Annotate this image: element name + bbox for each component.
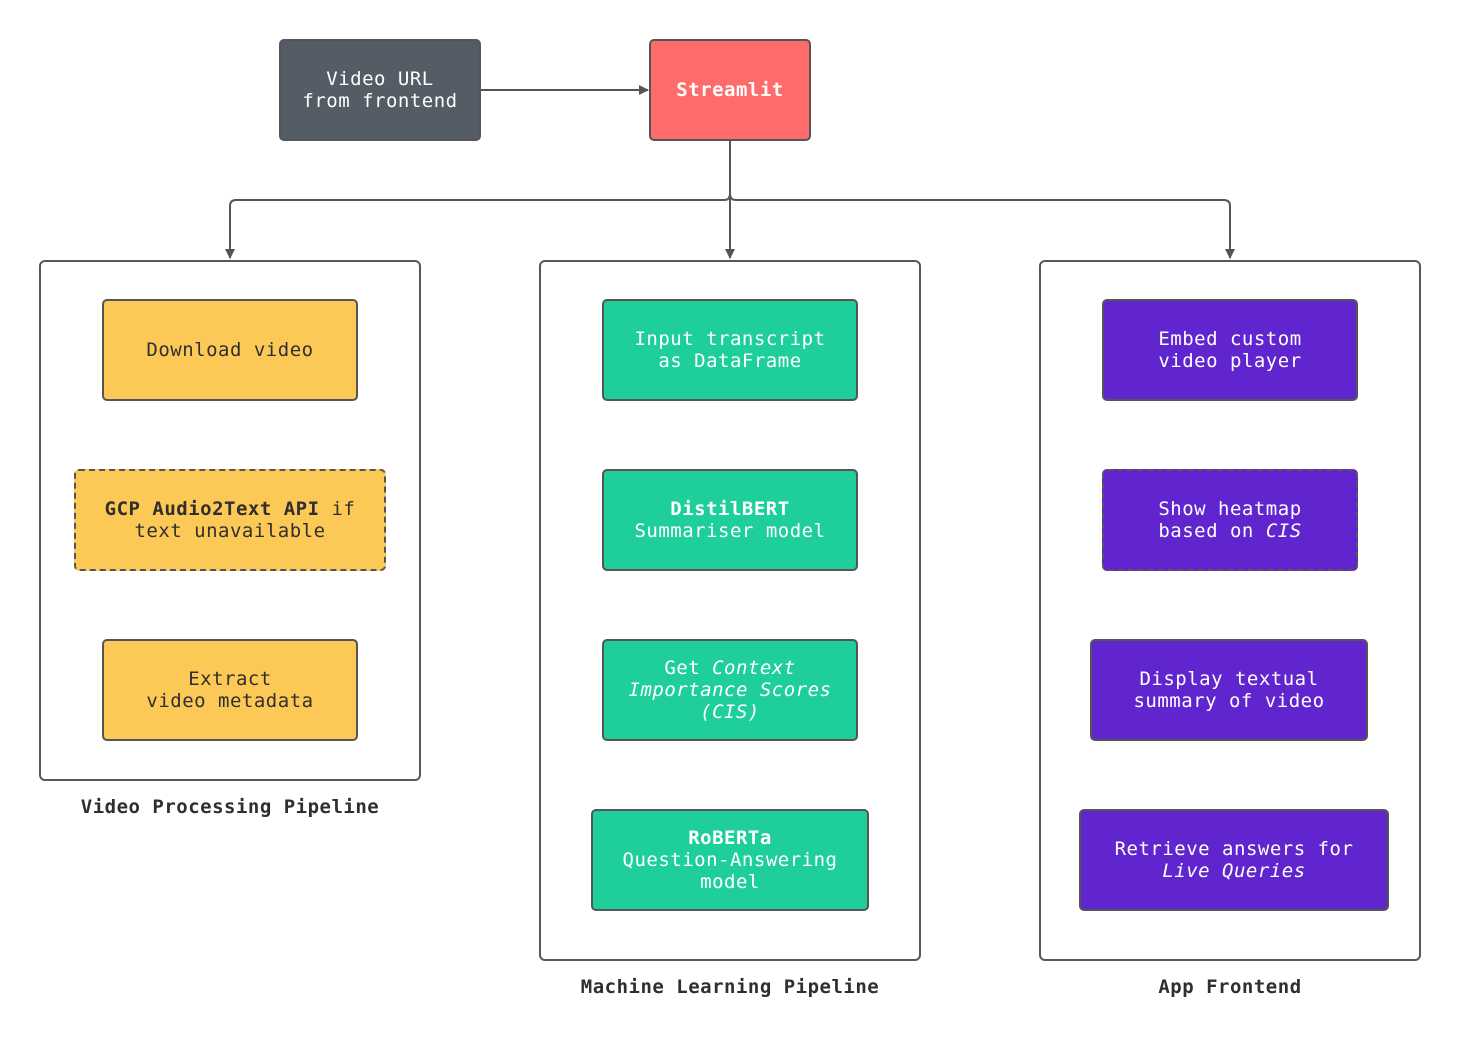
- gcp-audio2text-node: GCP Audio2Text API if text unavailable: [74, 469, 386, 571]
- roberta-line2: Question-Answering: [622, 849, 838, 871]
- retrieve-answers-node: Retrieve answers for Live Queries: [1079, 809, 1389, 911]
- roberta-name: RoBERTa: [688, 827, 772, 849]
- edge-streamlit-frontend: [729, 193, 1235, 259]
- cis-line1: Get Context: [664, 657, 795, 679]
- cis-context: Context: [712, 657, 796, 679]
- streamlit-label: Streamlit: [676, 79, 784, 101]
- gcp-line2: text unavailable: [134, 520, 326, 542]
- distilbert-node: DistilBERT Summariser model: [602, 469, 858, 571]
- textual-summary-node: Display textual summary of video: [1090, 639, 1368, 741]
- distilbert-name: DistilBERT: [670, 498, 790, 520]
- download-video-label: Download video: [146, 339, 314, 361]
- cis-line3: (CIS): [700, 701, 760, 723]
- heatmap-node: Show heatmap based on CIS: [1102, 469, 1358, 571]
- gcp-api-name: GCP Audio2Text API: [104, 498, 320, 520]
- heatmap-line1: Show heatmap: [1158, 498, 1302, 520]
- embed-line1: Embed custom: [1158, 328, 1302, 350]
- video-url-line2: from frontend: [302, 90, 458, 112]
- gcp-line1: GCP Audio2Text API if: [105, 498, 356, 520]
- heatmap-cis: CIS: [1265, 520, 1302, 542]
- heatmap-line2: based on CIS: [1158, 520, 1301, 542]
- extract-metadata-node: Extract video metadata: [102, 639, 358, 741]
- extract-line2: video metadata: [146, 690, 314, 712]
- answers-line1: Retrieve answers for: [1114, 838, 1354, 860]
- summary-line2: summary of video: [1133, 690, 1325, 712]
- cis-line2: Importance Scores: [628, 679, 832, 701]
- roberta-node: RoBERTa Question-Answering model: [591, 809, 869, 911]
- video-processing-label: Video Processing Pipeline: [80, 796, 380, 818]
- ml-pipeline-label: Machine Learning Pipeline: [580, 976, 880, 998]
- context-importance-node: Get Context Importance Scores (CIS): [602, 639, 858, 741]
- app-frontend-label: App Frontend: [1158, 976, 1302, 998]
- cis-prefix: Get: [664, 657, 713, 679]
- roberta-line3: model: [700, 871, 760, 893]
- extract-line1: Extract: [188, 668, 272, 690]
- input-transcript-node: Input transcript as DataFrame: [602, 299, 858, 401]
- video-url-line1: Video URL: [326, 68, 434, 90]
- answers-line2: Live Queries: [1162, 860, 1306, 882]
- summary-line1: Display textual: [1139, 668, 1319, 690]
- gcp-line1-rest: if: [319, 498, 356, 520]
- video-url-source-node: Video URL from frontend: [279, 39, 481, 141]
- heatmap-prefix: based on: [1158, 520, 1266, 542]
- download-video-node: Download video: [102, 299, 358, 401]
- embed-line2: video player: [1158, 350, 1302, 372]
- edge-streamlit-video: [225, 141, 731, 259]
- embed-player-node: Embed custom video player: [1102, 299, 1358, 401]
- streamlit-node: Streamlit: [649, 39, 811, 141]
- distilbert-line2: Summariser model: [634, 520, 826, 542]
- input-line1: Input transcript: [634, 328, 826, 350]
- input-line2: as DataFrame: [658, 350, 802, 372]
